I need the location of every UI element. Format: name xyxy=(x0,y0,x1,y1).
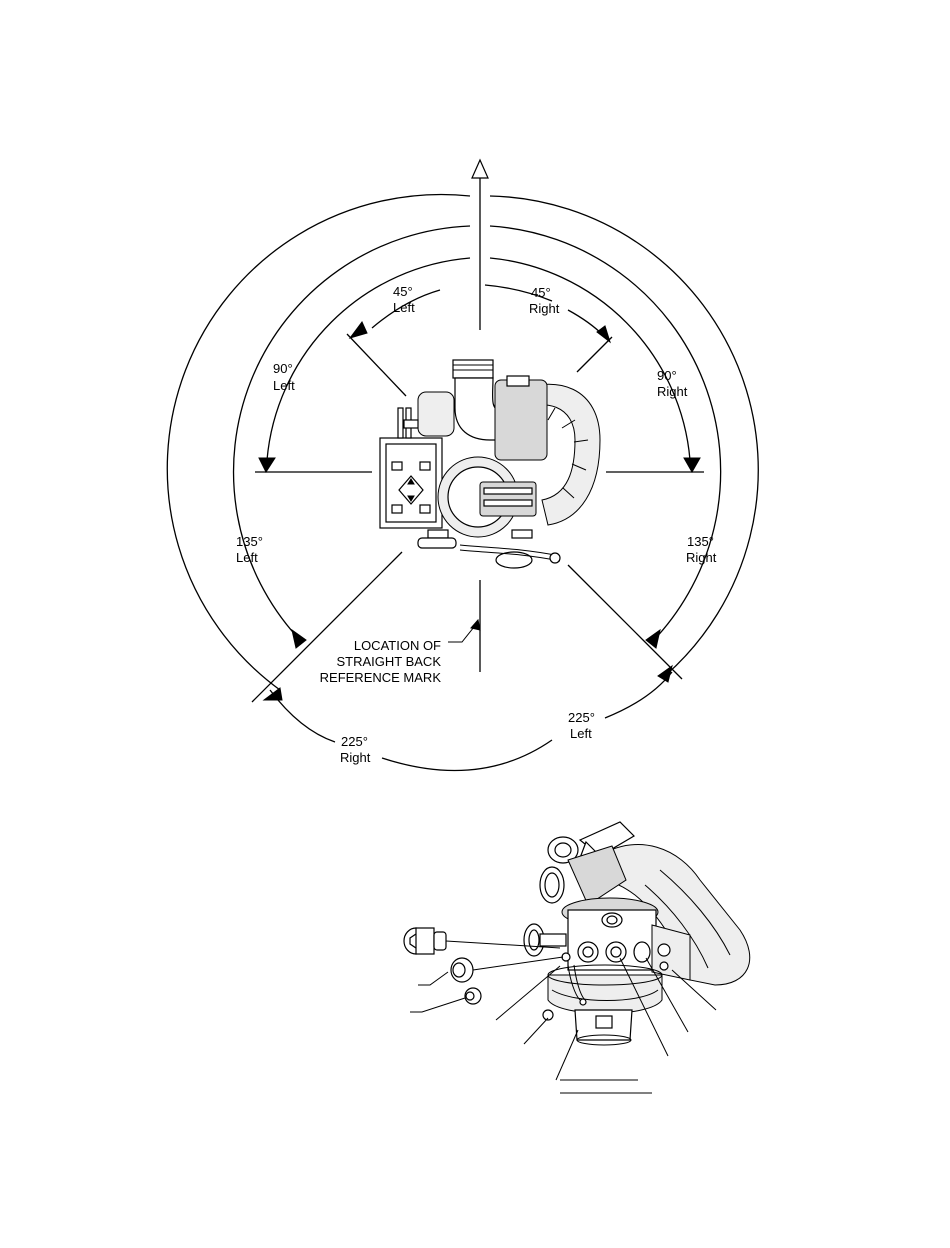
label-left-135-angle: 135° xyxy=(236,534,263,549)
right-45-limit-line xyxy=(577,337,612,372)
label-left-90-dir: Left xyxy=(273,378,295,393)
label-left-45-angle: 45° xyxy=(393,284,413,299)
label-right-90: 90° Right xyxy=(657,368,688,399)
label-right-135-angle: 135° xyxy=(687,534,714,549)
label-right-225: 225° Right xyxy=(340,734,371,765)
label-right-45-dir: Right xyxy=(529,301,560,316)
label-left-225: 225° Left xyxy=(568,710,595,741)
label-left-135-dir: Left xyxy=(236,550,258,565)
callout-line-3: REFERENCE MARK xyxy=(320,670,442,685)
label-right-225-dir: Right xyxy=(340,750,371,765)
label-left-225-angle: 225° xyxy=(568,710,595,725)
label-left-135: 135° Left xyxy=(236,534,263,565)
label-right-45: 45° Right xyxy=(529,285,560,316)
rotation-diagram: 45° Left 45° Right 90° Left 90° Right 13… xyxy=(167,160,758,770)
label-left-225-dir: Left xyxy=(570,726,592,741)
label-left-45-dir: Left xyxy=(393,300,415,315)
label-right-135: 135° Right xyxy=(686,534,717,565)
callout-line-2: STRAIGHT BACK xyxy=(336,654,441,669)
label-right-225-angle: 225° xyxy=(341,734,368,749)
isometric-parts-view xyxy=(404,822,750,1093)
reference-mark-callout: LOCATION OF STRAIGHT BACK REFERENCE MARK xyxy=(320,638,442,685)
label-right-135-dir: Right xyxy=(686,550,717,565)
exploded-nut xyxy=(465,988,481,1004)
label-left-45: 45° Left xyxy=(393,284,415,315)
forward-arrow xyxy=(472,160,488,330)
left-45-limit-line xyxy=(347,334,406,396)
right-135-limit-line xyxy=(568,565,682,679)
label-right-45-angle: 45° xyxy=(531,285,551,300)
label-left-90-angle: 90° xyxy=(273,361,293,376)
reference-mark-leader xyxy=(448,620,480,642)
label-right-90-angle: 90° xyxy=(657,368,677,383)
label-right-90-dir: Right xyxy=(657,384,688,399)
callout-line-1: LOCATION OF xyxy=(354,638,441,653)
monitor-top-view xyxy=(380,360,600,568)
